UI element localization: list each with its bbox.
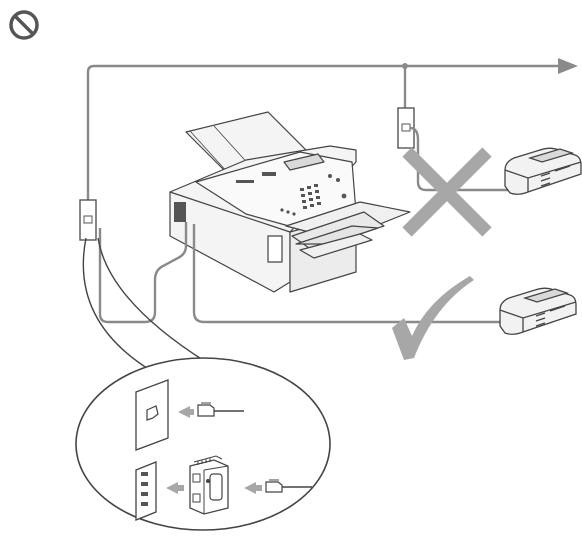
prohibited-icon (11, 12, 37, 38)
fax-machine (170, 112, 410, 292)
check-mark-icon (392, 276, 474, 360)
arrow-right-icon (558, 58, 578, 74)
cross-mark-icon (407, 152, 487, 232)
wall-jack-left (80, 200, 96, 240)
answering-machine-correct (500, 288, 576, 334)
answering-machine-wrong (505, 148, 581, 194)
